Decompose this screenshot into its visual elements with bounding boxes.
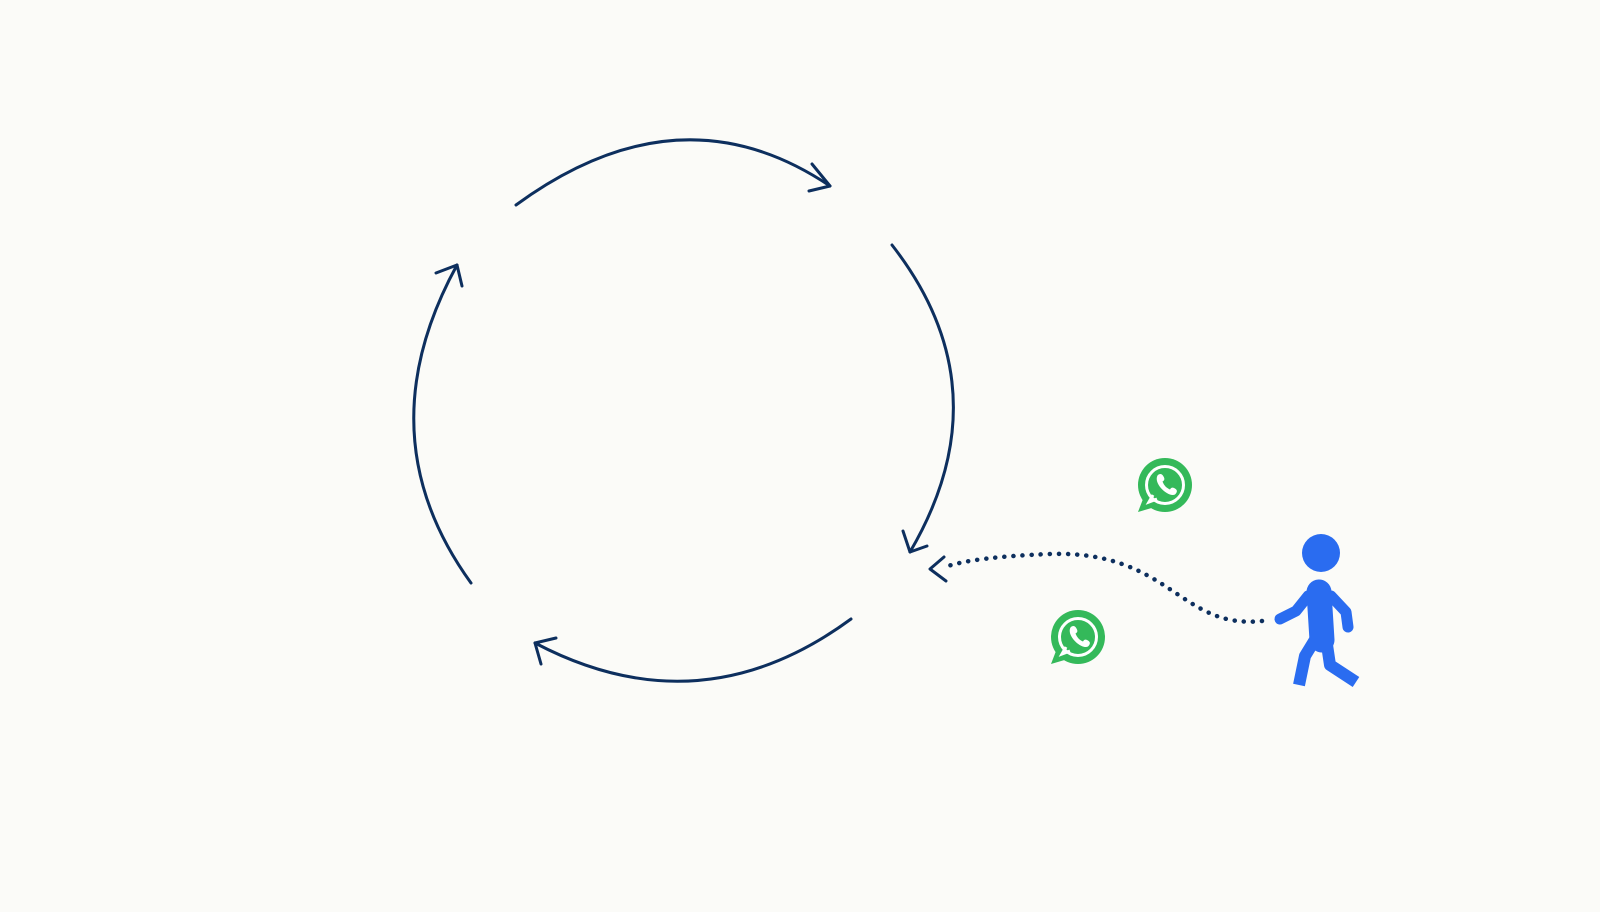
cycle-arrows (412, 138, 955, 683)
dotted-connector (928, 551, 1265, 624)
whatsapp-icon (1138, 458, 1192, 512)
cycle-arrow-right (890, 243, 955, 554)
cycle-arrow-bottom (533, 617, 853, 683)
whatsapp-icon (1051, 610, 1105, 664)
cycle-arrow-left (412, 263, 473, 585)
walking-person-icon (1274, 534, 1360, 688)
cycle-arrow-top (514, 138, 832, 207)
